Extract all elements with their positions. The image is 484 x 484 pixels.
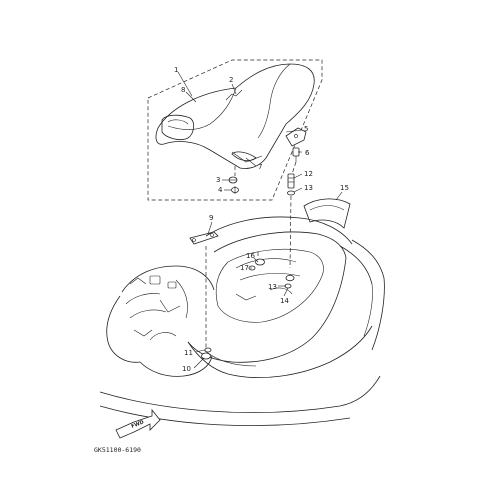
callout-1: 1: [174, 66, 178, 74]
callout-13-upper: 13: [304, 184, 313, 192]
callout-17: 17: [240, 264, 249, 272]
callout-2: 2: [229, 76, 233, 84]
callout-3: 3: [216, 176, 220, 184]
callout-12: 12: [304, 170, 313, 178]
callout-7: 7: [258, 163, 262, 171]
forward-direction-arrow: FWD: [115, 408, 161, 439]
hull-deck: [99, 216, 385, 427]
seat-hinge-bracket: [189, 231, 219, 245]
callout-13-lower: 13: [268, 283, 277, 291]
seat: [155, 63, 315, 169]
seat-grommet: [228, 176, 238, 184]
callout-9: 9: [209, 214, 213, 222]
seat-latch: [285, 127, 307, 147]
callout-15: 15: [340, 184, 349, 192]
rear-cover: [303, 198, 351, 229]
callout-16: 16: [246, 252, 255, 260]
latch-bolt: [292, 147, 300, 162]
striker-nut-upper: [287, 190, 295, 196]
callout-11: 11: [184, 349, 193, 357]
leader-lines: [177, 71, 343, 369]
fwd-label: FWD: [131, 419, 145, 429]
callout-5: 5: [304, 125, 308, 133]
callout-numbers: 1 2 8 5 6 7 3 4 12 13 15 9 16 17 13 14 1…: [174, 66, 349, 373]
callout-10: 10: [182, 365, 191, 373]
drawing-code: GK51100-6190: [94, 446, 141, 454]
seat-washer: [231, 186, 239, 194]
seat-assembly-group-outline: [147, 59, 323, 201]
callout-4: 4: [218, 186, 223, 194]
callout-6: 6: [305, 149, 310, 157]
callout-8: 8: [181, 86, 185, 94]
striker-pin: [287, 173, 295, 189]
callout-14: 14: [280, 297, 289, 305]
